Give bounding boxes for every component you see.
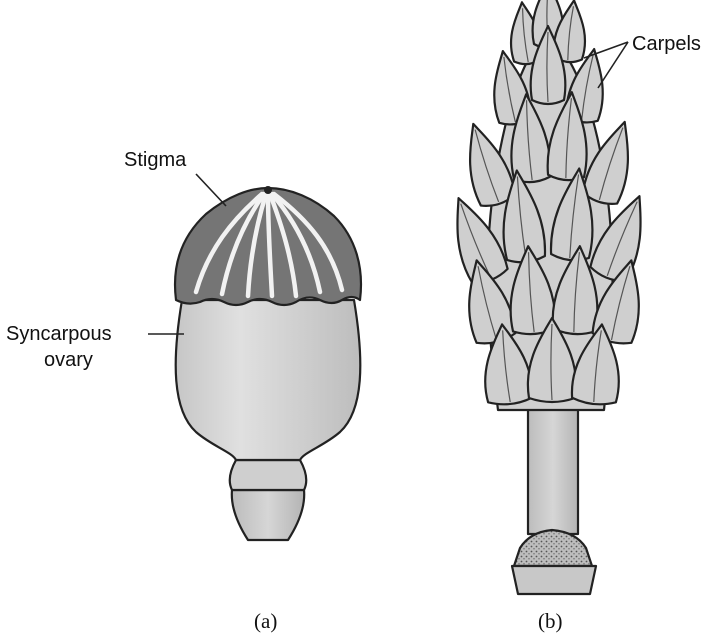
- receptacle: [514, 530, 592, 566]
- pistil-b-stalk: [528, 400, 578, 534]
- syncarpous-pistil: Stigma Syncarpous ovary (a): [6, 149, 361, 633]
- stigma-leader-line: [196, 174, 226, 206]
- receptacle-base: [512, 566, 596, 594]
- carpels-leader-line-2: [598, 42, 628, 88]
- pistil-a-base: [232, 490, 304, 540]
- syncarpous-ovary-label-line1: Syncarpous: [6, 323, 112, 345]
- apocarpous-pistil: Carpels (b): [440, 0, 701, 633]
- stigma-tip: [264, 186, 272, 194]
- caption-a: (a): [254, 609, 277, 633]
- carpels-label: Carpels: [632, 33, 701, 55]
- syncarpous-ovary-shape: [176, 300, 361, 460]
- caption-b: (b): [538, 609, 563, 633]
- pistil-a-neck: [230, 460, 307, 490]
- stigma-label: Stigma: [124, 149, 187, 171]
- carpels-leader-line-1: [584, 42, 628, 58]
- syncarpous-ovary-label-line2: ovary: [44, 349, 93, 371]
